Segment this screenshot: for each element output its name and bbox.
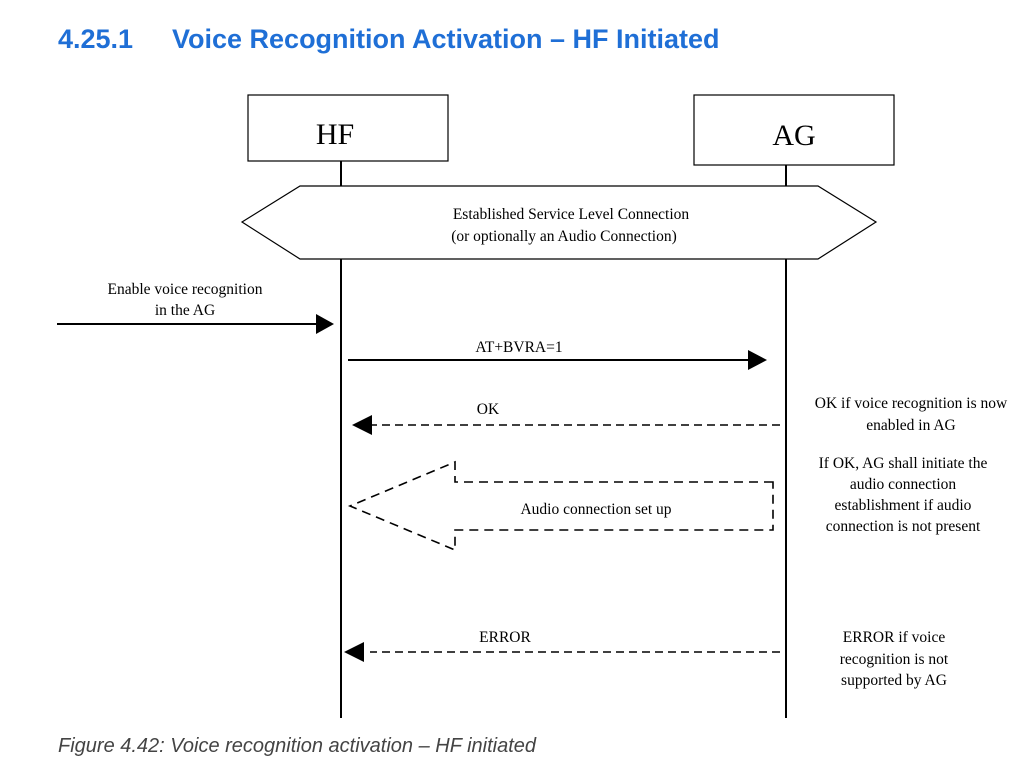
error-note-line1: ERROR if voice [843, 629, 946, 646]
audio-note-line4: connection is not present [826, 518, 981, 535]
bvra-arrowhead [748, 350, 767, 370]
audio-note-line2: audio connection [850, 476, 957, 493]
section-number: 4.25.1 [58, 24, 134, 54]
bvra-message-label: AT+BVRA=1 [475, 339, 562, 356]
error-arrowhead [344, 642, 364, 662]
hf-entity-label: HF [316, 118, 354, 151]
ag-entity-label: AG [772, 119, 815, 152]
audio-setup-label: Audio connection set up [520, 501, 671, 518]
section-heading: 4.25.1 Voice Recognition Activation – HF … [58, 24, 720, 55]
ok-message-label: OK [477, 401, 500, 418]
error-note-line3: supported by AG [841, 672, 947, 689]
error-note-line2: recognition is not [840, 651, 949, 668]
figure-caption: Figure 4.42: Voice recognition activatio… [58, 735, 537, 757]
ok-note-line2: enabled in AG [866, 417, 956, 434]
ok-note-line1: OK if voice recognition is now [815, 395, 1008, 412]
section-title: Voice Recognition Activation – HF Initia… [172, 24, 720, 54]
trigger-label-line1: Enable voice recognition [108, 281, 263, 298]
audio-note-line3: establishment if audio [835, 497, 972, 514]
trigger-label-line2: in the AG [155, 302, 215, 319]
audio-note-line1: If OK, AG shall initiate the [819, 455, 988, 472]
ok-arrowhead [352, 415, 372, 435]
connection-label-line1: Established Service Level Connection [453, 206, 690, 223]
hf-entity-box [247, 94, 449, 162]
ag-entity-box [693, 94, 895, 166]
connection-label-line2: (or optionally an Audio Connection) [451, 228, 677, 245]
error-message-label: ERROR [479, 629, 531, 646]
trigger-arrowhead [316, 314, 334, 334]
audio-setup-hollow-arrow [347, 460, 774, 552]
connection-hexagon [240, 185, 878, 260]
